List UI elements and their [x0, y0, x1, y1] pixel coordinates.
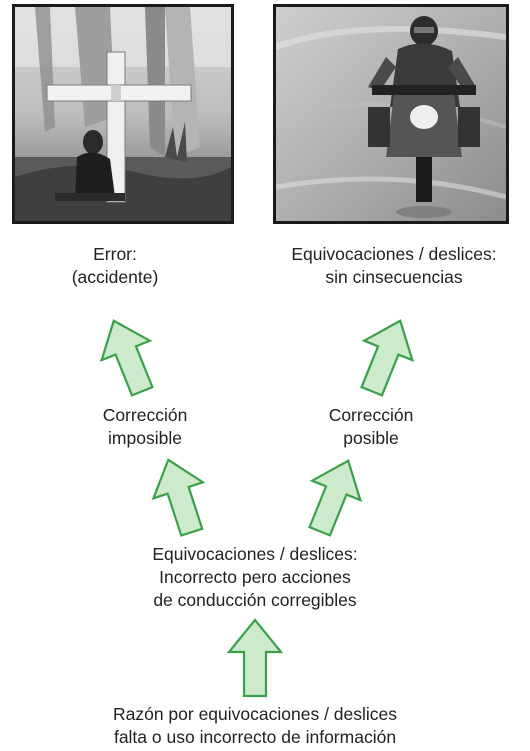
arrow-to-center: [225, 618, 285, 698]
arrow-to-correction-impossible: [150, 456, 210, 537]
bottom-label-line2: falta o uso incorrecto de información: [113, 727, 397, 747]
up-arrow-icon: [360, 319, 415, 397]
cross-memorial-photo-icon: [15, 7, 231, 221]
top-right-label-line1: Equivocaciones / deslices:: [291, 244, 497, 264]
correction-impossible-line1: Corrección: [102, 405, 188, 425]
up-arrow-icon: [226, 618, 284, 698]
center-label-line2: Incorrecto pero acciones: [159, 567, 351, 587]
arrow-to-correction-possible: [304, 456, 364, 537]
center-label-line3: de conducción corregibles: [153, 590, 357, 610]
correction-possible-line1: Corrección: [328, 405, 414, 425]
up-arrow-icon: [99, 319, 154, 397]
correction-possible-label: Corrección posible: [296, 404, 446, 450]
arrow-to-error: [98, 316, 158, 397]
top-right-label: Equivocaciones / deslices: sin cinsecuen…: [264, 243, 524, 289]
up-arrow-icon: [308, 459, 363, 537]
motorcycle-photo: [273, 4, 509, 224]
top-right-label-line2: sin cinsecuencias: [325, 267, 463, 287]
bottom-label: Razón por equivocaciones / deslices falt…: [60, 703, 450, 749]
bottom-label-line1: Razón por equivocaciones / deslices: [112, 704, 398, 724]
correction-impossible-label: Corrección imposible: [70, 404, 220, 450]
correction-impossible-line2: imposible: [108, 428, 182, 448]
up-arrow-icon: [151, 458, 206, 537]
motorcycle-rider-photo-icon: [276, 7, 506, 221]
center-label-line1: Equivocaciones / deslices:: [152, 544, 358, 564]
center-label: Equivocaciones / deslices: Incorrecto pe…: [100, 543, 410, 612]
top-left-label: Error: (accidente): [40, 243, 190, 289]
correction-possible-line2: posible: [343, 428, 399, 448]
top-left-label-line1: Error:: [93, 244, 137, 264]
accident-memorial-photo: [12, 4, 234, 224]
top-left-label-line2: (accidente): [71, 267, 159, 287]
arrow-to-no-consequences: [356, 316, 416, 397]
